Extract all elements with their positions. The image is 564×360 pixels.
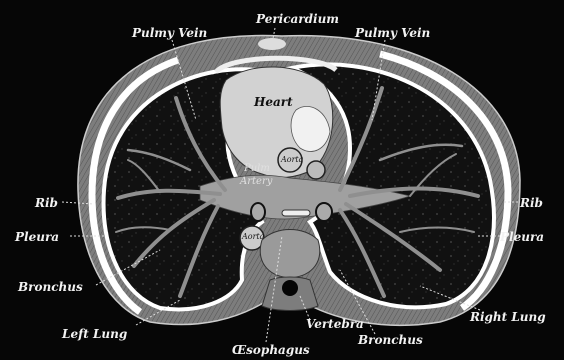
label-pleura-left: Pleura: [15, 231, 59, 243]
label-heart: Heart: [254, 96, 293, 108]
label-bronchus-right: Bronchus: [358, 334, 423, 346]
label-pleura-right: Pleura: [500, 231, 544, 243]
label-pulm-artery-1: Pulm: [244, 164, 270, 174]
label-oesophagus: Œsophagus: [232, 344, 310, 356]
label-rib-left: Rib: [35, 197, 58, 209]
label-aorta-upper: Aorta: [281, 156, 303, 164]
label-aorta-lower: Aorta: [242, 233, 264, 241]
label-pulm-vein-left: Pulmy Vein: [132, 27, 207, 39]
label-left-lung: Left Lung: [62, 328, 127, 340]
label-pulm-vein-right: Pulmy Vein: [355, 27, 430, 39]
vertebra: [260, 230, 319, 279]
label-rib-right: Rib: [520, 197, 543, 209]
label-pulm-artery-2: Artery: [240, 177, 272, 187]
label-bronchus-left: Bronchus: [18, 281, 83, 293]
label-pericardium: Pericardium: [256, 13, 339, 25]
spinal-canal: [282, 280, 298, 296]
label-vertebra: Vertebra: [306, 318, 364, 330]
label-right-lung: Right Lung: [470, 311, 546, 323]
